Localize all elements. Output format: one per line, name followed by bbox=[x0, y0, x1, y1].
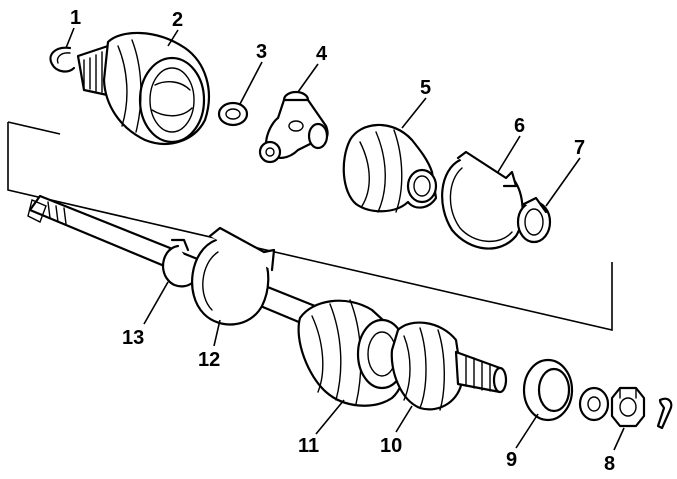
callout-8: 8 bbox=[604, 453, 615, 475]
part-11-outer-boot bbox=[297, 299, 408, 407]
part-10-outer-joint bbox=[390, 321, 508, 411]
callout-1: 1 bbox=[70, 7, 81, 29]
part-2-housing bbox=[76, 31, 210, 145]
leader-lines bbox=[65, 27, 625, 451]
part-4-tripod bbox=[258, 90, 329, 164]
callout-12: 12 bbox=[198, 349, 220, 371]
cotter-pin bbox=[656, 397, 673, 430]
callout-2: 2 bbox=[172, 9, 183, 31]
part-1-circlip bbox=[49, 46, 76, 73]
inset-frame bbox=[7, 122, 613, 332]
callout-5: 5 bbox=[420, 77, 431, 99]
part-13-small-clamp bbox=[161, 238, 200, 288]
callout-9: 9 bbox=[506, 449, 517, 471]
callout-10: 10 bbox=[380, 435, 402, 457]
callout-6: 6 bbox=[514, 115, 525, 137]
callouts: 1 2 3 4 5 6 7 8 9 10 11 12 13 bbox=[70, 7, 615, 475]
part-7-small-clamp bbox=[516, 196, 552, 244]
callout-11: 11 bbox=[298, 435, 319, 457]
part-3-ring bbox=[217, 101, 249, 127]
callout-3: 3 bbox=[256, 41, 267, 63]
part-6-large-clamp bbox=[441, 150, 524, 250]
callout-4: 4 bbox=[316, 43, 328, 65]
part-9-seal bbox=[522, 358, 574, 422]
callout-13: 13 bbox=[122, 327, 144, 349]
callout-7: 7 bbox=[574, 137, 585, 159]
part-12-large-clamp bbox=[191, 226, 276, 326]
part-5-inner-boot bbox=[342, 123, 438, 213]
part-8-castle-nut bbox=[610, 386, 646, 428]
inset-frame-top bbox=[7, 121, 61, 135]
washer bbox=[578, 386, 610, 422]
